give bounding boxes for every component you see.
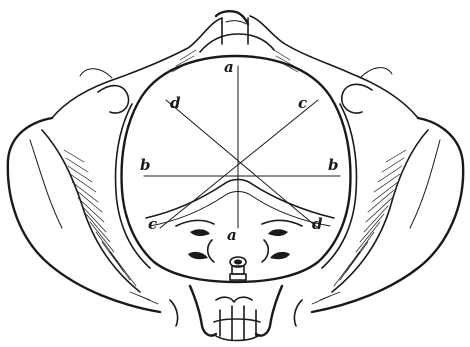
sacral-promontory — [200, 11, 274, 52]
label-a-bottom: a — [227, 226, 237, 244]
label-c-left: c — [148, 215, 157, 233]
label-b-right: b — [328, 156, 339, 174]
labels: a d c b b c d a — [140, 58, 339, 244]
label-c-right: c — [298, 94, 307, 112]
label-d-right: d — [312, 215, 323, 233]
label-a-top: a — [224, 58, 234, 76]
measurement-lines — [144, 66, 340, 228]
line-c-c — [160, 100, 318, 228]
sacrum-outline — [146, 180, 334, 281]
label-b-left: b — [140, 156, 151, 174]
label-d-left: d — [170, 94, 181, 112]
pubic-symphysis — [170, 286, 302, 341]
pelvic-inlet — [116, 56, 357, 282]
line-d-d — [166, 100, 318, 228]
